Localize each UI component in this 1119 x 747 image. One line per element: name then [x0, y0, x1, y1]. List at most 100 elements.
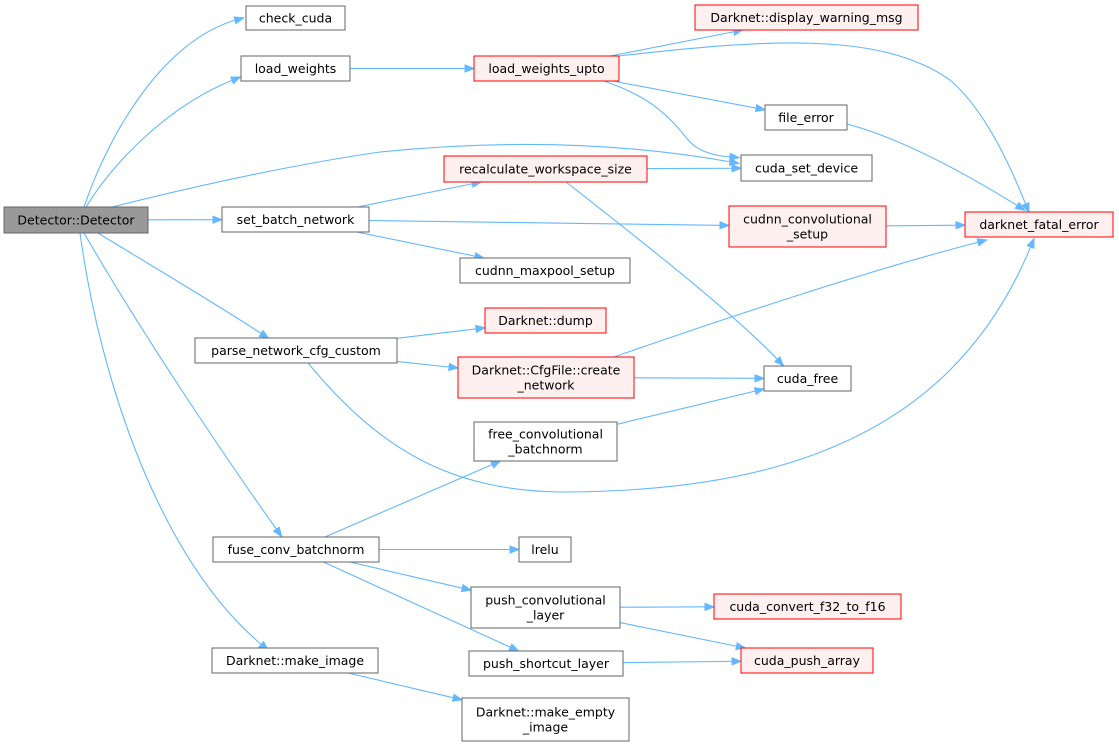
node-label: Darknet::CfgFile::create [472, 363, 621, 378]
node-box[interactable] [468, 650, 624, 677]
node-box[interactable] [194, 337, 398, 364]
edge-fuse_conv_batchnorm-to-lrelu-arrowhead [509, 545, 521, 554]
node-label: file_error [778, 110, 834, 125]
node-display-warning-msg[interactable]: Darknet::display_warning_msg [694, 4, 919, 31]
node-darknet-fatal-error[interactable]: darknet_fatal_error [964, 211, 1114, 238]
node-box[interactable] [470, 586, 621, 629]
edge-fuse_conv_batchnorm-to-free_convolutional_batchnorm [324, 460, 501, 538]
edge-load_weights_upto-to-darknet_fatal_error [618, 42, 1027, 206]
node-label: cuda_convert_f32_to_f16 [729, 599, 885, 614]
edge-load_weights_upto-to-file_error [612, 80, 766, 111]
edge-recalculate_workspace_size-to-cuda_free [565, 181, 779, 361]
node-label: Detector::Detector [17, 213, 135, 228]
edge-detector-to-fuse_conv_batchnorm-arrowhead [272, 526, 283, 538]
node-fuse-conv-batchnorm[interactable]: fuse_conv_batchnorm [212, 536, 380, 563]
node-detector[interactable]: Detector::Detector [3, 206, 149, 234]
node-box[interactable] [964, 211, 1114, 238]
node-box[interactable] [443, 155, 648, 183]
node-cudnn-maxpool-setup[interactable]: cudnn_maxpool_setup [459, 257, 631, 284]
edge-set_batch_network-to-recalculate_workspace_size [357, 181, 482, 208]
node-box[interactable] [245, 5, 346, 31]
edge-load_weights_upto-to-darknet_fatal_error-arrowhead [1021, 202, 1030, 214]
node-parse-network-cfg-custom[interactable]: parse_network_cfg_custom [194, 337, 398, 364]
node-file-error[interactable]: file_error [764, 104, 848, 131]
node-free-convolutional-batchnorm[interactable]: free_convolutional_batchnorm [473, 421, 618, 462]
edge-detector-to-load_weights [85, 79, 234, 208]
node-label: push_shortcut_layer [483, 656, 610, 671]
edge-free_convolutional_batchnorm-to-cuda_free [616, 388, 765, 425]
node-box[interactable] [728, 205, 887, 248]
edge-create_network-to-darknet_fatal_error [613, 241, 980, 358]
node-label: lrelu [531, 542, 558, 557]
node-cuda-free[interactable]: cuda_free [763, 365, 852, 392]
node-cuda-convert-f32-to-f16[interactable]: cuda_convert_f32_to_f16 [713, 593, 902, 620]
node-label: darknet_fatal_error [979, 217, 1099, 232]
node-cuda-set-device[interactable]: cuda_set_device [740, 154, 873, 182]
node-load-weights-upto[interactable]: load_weights_upto [473, 55, 620, 82]
edge-push_shortcut_layer-to-cuda_push_array-arrowhead [731, 657, 743, 666]
node-label: _layer [526, 608, 565, 623]
node-box[interactable] [240, 55, 351, 82]
edge-detector-to-cuda_set_device [111, 144, 732, 208]
node-label: _network [516, 378, 575, 393]
edge-detector-to-set_batch_network-arrowhead [212, 215, 224, 224]
node-box[interactable] [212, 536, 380, 563]
node-push-convolutional-layer[interactable]: push_convolutional_layer [470, 586, 621, 629]
edge-create_network-to-cuda_free-arrowhead [754, 374, 766, 383]
node-push-shortcut-layer[interactable]: push_shortcut_layer [468, 650, 624, 677]
node-create-network[interactable]: Darknet::CfgFile::create_network [457, 356, 635, 399]
node-box[interactable] [764, 104, 848, 131]
edge-make_image-to-make_empty_image-arrowhead [451, 693, 464, 702]
edge-load_weights_upto-to-display_warning_msg [610, 29, 743, 57]
node-label: _batchnorm [507, 442, 582, 457]
node-set-batch-network[interactable]: set_batch_network [221, 206, 370, 233]
edge-detector-to-fuse_conv_batchnorm [83, 232, 278, 531]
edge-parse_network_cfg_custom-to-create_network [396, 360, 459, 369]
node-box[interactable] [740, 647, 874, 674]
node-lrelu[interactable]: lrelu [518, 536, 572, 563]
node-label: cuda_set_device [755, 161, 858, 176]
edge-file_error-to-darknet_fatal_error [846, 123, 1019, 207]
edge-create_network-to-darknet_fatal_error-arrowhead [976, 238, 989, 247]
node-make-empty-image[interactable]: Darknet::make_empty_image [461, 697, 630, 742]
edge-detector-to-check_cuda [83, 19, 237, 208]
edge-push_shortcut_layer-to-cuda_push_array [622, 660, 742, 664]
node-box[interactable] [473, 421, 618, 462]
edge-recalculate_workspace_size-to-cuda_set_device-arrowhead [731, 164, 743, 173]
edge-layer [79, 16, 1035, 702]
node-box[interactable] [763, 365, 852, 392]
node-make-image[interactable]: Darknet::make_image [211, 647, 379, 674]
edge-fuse_conv_batchnorm-to-push_shortcut_layer [323, 561, 519, 652]
node-box[interactable] [713, 593, 902, 620]
node-box[interactable] [694, 4, 919, 31]
node-box[interactable] [221, 206, 370, 233]
node-box[interactable] [484, 307, 607, 334]
edge-load_weights_upto-to-cuda_set_device-arrowhead [729, 152, 741, 162]
node-check-cuda[interactable]: check_cuda [245, 5, 346, 31]
node-label: Darknet::display_warning_msg [710, 10, 902, 25]
node-box[interactable] [740, 154, 873, 182]
node-box[interactable] [461, 697, 630, 742]
edge-parse_network_cfg_custom-to-darknet_fatal_error-arrowhead [1026, 237, 1035, 249]
edge-detector-to-parse_network_cfg_custom [97, 232, 263, 335]
node-box[interactable] [211, 647, 379, 674]
node-box[interactable] [459, 257, 631, 284]
node-box[interactable] [473, 55, 620, 82]
node-label: _setup [786, 227, 828, 242]
edge-push_convolutional_layer-to-cuda_push_array [619, 622, 746, 649]
node-label: Darknet::make_empty [476, 705, 616, 720]
node-recalculate-workspace-size[interactable]: recalculate_workspace_size [443, 155, 648, 183]
node-label: push_convolutional [485, 593, 606, 608]
node-dump[interactable]: Darknet::dump [484, 307, 607, 334]
node-cudnn-convolutional-setup[interactable]: cudnn_convolutional_setup [728, 205, 887, 248]
edge-detector-to-parse_network_cfg_custom-arrowhead [258, 329, 270, 340]
node-box[interactable] [457, 356, 635, 399]
edge-file_error-to-darknet_fatal_error-arrowhead [1014, 201, 1026, 211]
node-cuda-push-array[interactable]: cuda_push_array [740, 647, 874, 674]
node-box[interactable] [3, 206, 149, 234]
edge-detector-to-load_weights-arrowhead [230, 76, 242, 85]
node-load-weights[interactable]: load_weights [240, 55, 351, 82]
node-label: free_convolutional [488, 427, 603, 442]
node-box[interactable] [518, 536, 572, 563]
